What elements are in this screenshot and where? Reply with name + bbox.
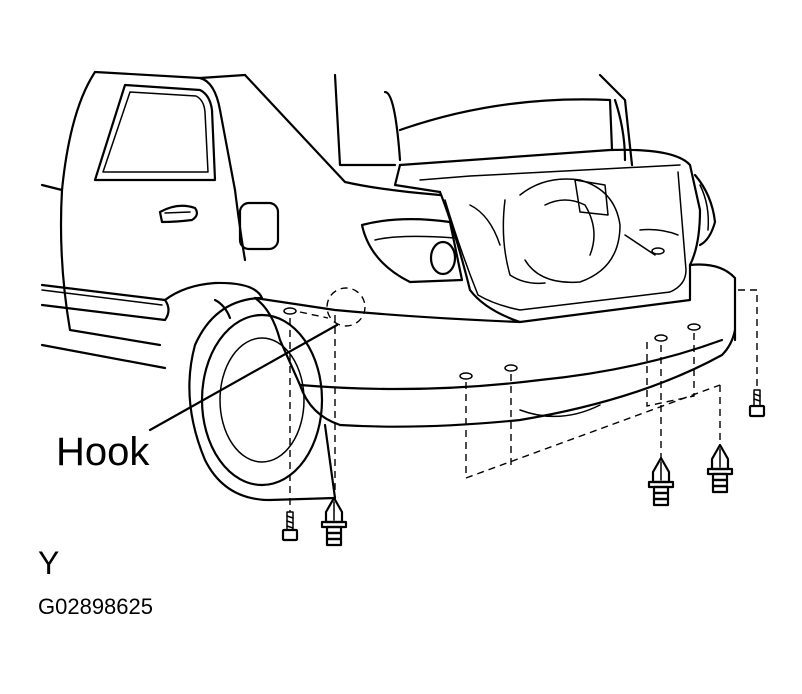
hook-label: Hook: [56, 430, 150, 474]
fuel-lid: [238, 201, 280, 251]
rear-door: [40, 70, 247, 347]
clip-left: [320, 496, 348, 547]
trunk-opening: [393, 148, 702, 324]
clip-right: [706, 443, 734, 494]
door-handle: [158, 204, 199, 224]
rear-wheel: [188, 296, 337, 502]
figure-code: G02898625: [38, 594, 153, 619]
rear-bumper-cover: [253, 263, 737, 428]
clip-center: [647, 456, 675, 507]
right-tail-light: [693, 173, 717, 247]
door-window: [93, 83, 217, 182]
trunk-interior: [469, 178, 679, 285]
hook-callout: [148, 287, 366, 432]
installation-guides: [289, 289, 758, 512]
clip-holes: [283, 247, 701, 380]
left-tail-light: [360, 218, 464, 284]
screw-right: [748, 389, 766, 418]
rear-window: [333, 73, 634, 167]
view-letter: Y: [38, 545, 60, 581]
screw-left: [281, 511, 299, 542]
rear-quarter-body: [40, 73, 442, 370]
